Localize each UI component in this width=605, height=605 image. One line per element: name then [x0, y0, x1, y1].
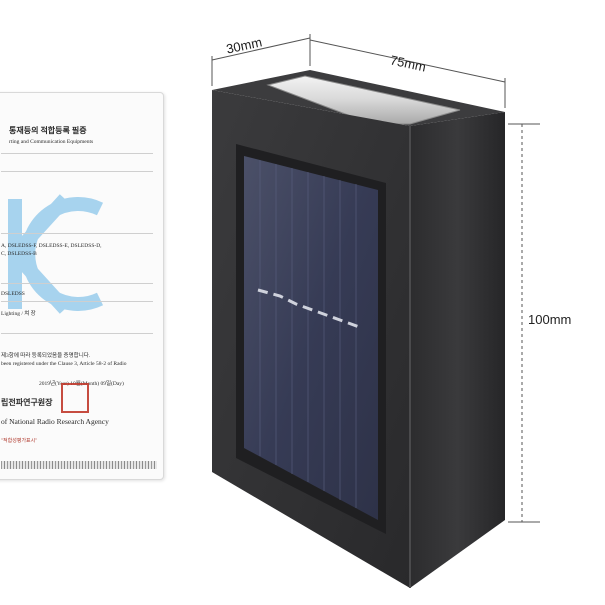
housing-side-face: [410, 112, 505, 588]
official-seal-stamp: [61, 383, 89, 413]
solar-busbar: [257, 288, 363, 330]
height-dimension-line: [508, 123, 540, 523]
divider: [1, 301, 153, 302]
depth-dimension-line: [211, 34, 311, 86]
divider: [1, 333, 153, 334]
cert-statement-kr: 제3항에 따라 등록되었음을 증명합니다.: [1, 353, 91, 359]
width-dimension-line: [309, 39, 506, 108]
divider: [1, 283, 153, 284]
cert-statement-en: been registered under the Clause 3, Arti…: [1, 361, 127, 367]
height-label: 100mm: [528, 312, 572, 327]
solar-panel-icon: [244, 156, 378, 520]
cert-model-line: A, DSLEDSS-F, DSLEDSS-E, DSLEDSS-D,: [1, 243, 102, 249]
cert-product-line: Lighting / 쳐 장: [1, 311, 36, 317]
cert-model-line: C, DSLEDSS-B: [1, 251, 37, 257]
cert-footnote: "적합성평가표시": [1, 439, 38, 444]
cert-code-line: DSLEDSS: [1, 291, 25, 297]
divider: [1, 171, 153, 172]
divider: [1, 233, 153, 234]
cert-subtitle: rting and Communication Equipments: [9, 139, 94, 145]
certificate-card: 통재등의 적합등록 필증 rting and Communication Equ…: [0, 92, 164, 480]
kc-mark-logo: [8, 194, 104, 314]
cert-issuer-kr: 립전파연구원장: [1, 398, 53, 407]
barcode-strip: [1, 461, 157, 469]
cert-issuer-en: of National Radio Research Agency: [1, 417, 109, 426]
cert-title: 통재등의 적합등록 필증: [9, 126, 87, 135]
solar-cell-lines: [259, 160, 357, 508]
divider: [1, 153, 153, 154]
